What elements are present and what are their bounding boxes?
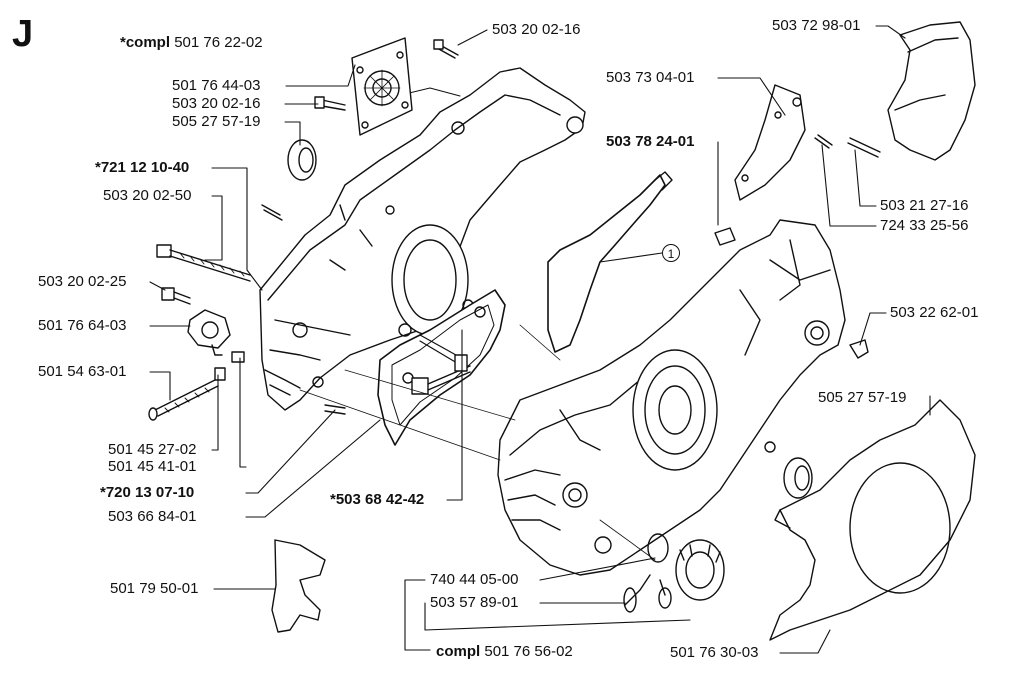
pin-721: [261, 204, 283, 221]
part-label-501452702: 501 45 27-02: [108, 441, 197, 458]
oil-pump: [187, 309, 231, 356]
callout-1: 1: [662, 244, 680, 262]
part-label-503200216-left: 503 20 02-16: [172, 95, 261, 112]
leader-lines: [149, 25, 931, 654]
compl-bottom-number: 501 76 56-02: [484, 643, 573, 660]
left-crankcase-half: [259, 67, 586, 411]
section-letter: J: [12, 13, 34, 55]
part-label-503200250: 503 20 02-50: [103, 187, 192, 204]
part-label-503782401: 503 78 24-01: [606, 133, 695, 150]
part-label-503200216-top: 503 20 02-16: [492, 21, 581, 38]
part-label-724332556: 724 33 25-56: [880, 217, 969, 234]
compl-top-prefix: *compl: [120, 34, 171, 51]
clip: [849, 339, 869, 359]
part-label-503684242: *503 68 42-42: [330, 491, 425, 508]
screw-top: [433, 39, 459, 59]
assembly-lines: [299, 324, 656, 561]
seal-left: [287, 139, 317, 181]
chain-guard: [769, 399, 976, 641]
part-label-501763003: 501 76 30-03: [670, 644, 759, 661]
part-label-501546301: 501 54 63-01: [38, 363, 127, 380]
screws-right-top: [814, 134, 881, 158]
compl-bottom-prefix: compl: [436, 643, 481, 660]
part-label-503200225: 503 20 02-25: [38, 273, 127, 290]
part-label-505275719-right: 505 27 57-19: [818, 389, 907, 406]
cap-strap: [623, 574, 672, 613]
right-crankcase-half: [497, 219, 846, 576]
part-label-501766403: 501 76 64-03: [38, 317, 127, 334]
part-label-503578901: 503 57 89-01: [430, 594, 519, 611]
adjust-screw: [148, 379, 219, 421]
part-label-503729801: 503 72 98-01: [772, 17, 861, 34]
part-label-501795001: 501 79 50-01: [110, 580, 199, 597]
part-label-503730401: 503 73 04-01: [606, 69, 695, 86]
part-label-740440500: 740 44 05-00: [430, 571, 519, 588]
part-label-501454101: 501 45 41-01: [108, 458, 197, 475]
part-label-503212716: 503 21 27-16: [880, 197, 969, 214]
gasket-bolts: [411, 334, 471, 395]
screw-left: [314, 96, 346, 111]
part-label-505275719-left: 505 27 57-19: [172, 113, 261, 130]
compl-top-number: 501 76 22-02: [174, 34, 263, 51]
part-label-503226201: 503 22 62-01: [890, 304, 979, 321]
pin-720: [324, 404, 346, 415]
rubber-block: [714, 227, 736, 246]
part-label-503668401: 503 66 84-01: [108, 508, 197, 525]
seal-right: [783, 457, 813, 499]
compl-top-label: *compl 501 76 22-02: [120, 34, 263, 52]
gasket: [377, 289, 506, 446]
screw-503200225: [161, 287, 191, 305]
gasket-1: [547, 171, 673, 353]
top-cover: [887, 21, 976, 161]
compl-bottom-label: compl 501 76 56-02: [436, 643, 573, 661]
part-label-720130710: *720 13 07-10: [100, 484, 195, 501]
part-label-721121040: *721 12 10-40: [95, 159, 190, 176]
nut-washer: [214, 351, 245, 381]
long-bolt: [156, 244, 251, 282]
part-label-501764403: 501 76 44-03: [172, 77, 261, 94]
oil-cap: [647, 533, 725, 601]
cover-plate: [734, 84, 806, 201]
chain-guide: [271, 539, 326, 633]
oil-pump-cover: [351, 37, 413, 136]
